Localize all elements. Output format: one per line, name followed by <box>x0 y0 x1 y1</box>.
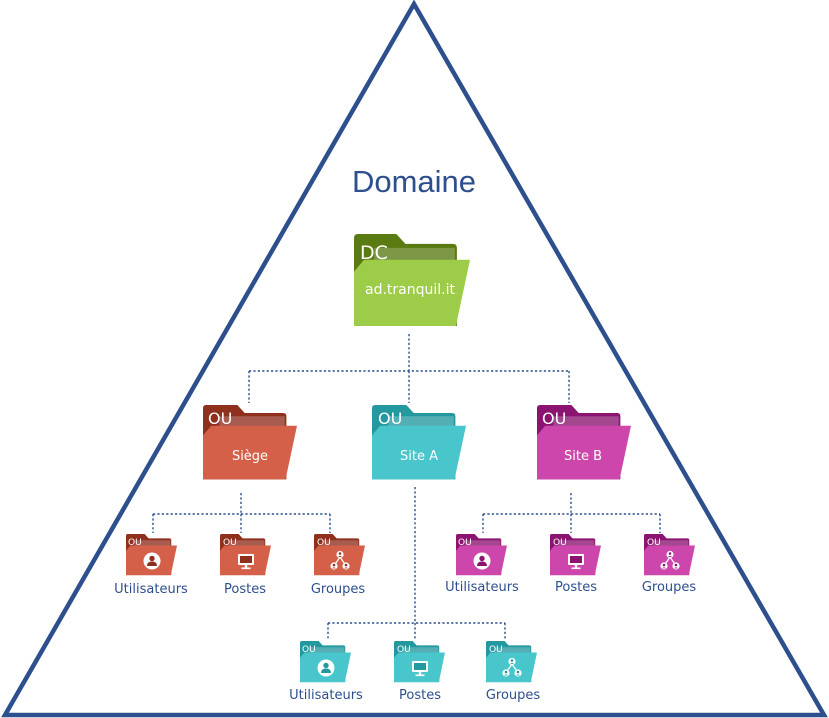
folder-front-shape <box>314 545 365 576</box>
group-icon <box>660 550 680 570</box>
siteA-child-label: Groupes <box>486 688 541 703</box>
folder-front-shape <box>486 652 537 683</box>
user-icon <box>143 552 161 570</box>
connectors <box>152 334 661 640</box>
monitor-icon <box>568 554 584 570</box>
connector-siteB-children <box>482 493 661 533</box>
siege-name: Siège <box>232 449 268 464</box>
siteB-child-tag: OU <box>458 538 472 548</box>
folder-front-shape <box>537 425 631 480</box>
user-icon <box>317 659 335 677</box>
siege-child-tag: OU <box>317 538 331 548</box>
connector-siteA-children <box>327 487 506 640</box>
monitor-icon <box>238 554 254 570</box>
siege-child-label: Utilisateurs <box>114 582 188 597</box>
siteA-name: Site A <box>400 449 438 464</box>
siteB-child-label: Groupes <box>642 580 697 595</box>
siteB-name: Site B <box>564 449 602 464</box>
connector-dc-to-sites <box>248 334 570 403</box>
siteA-child-tag: OU <box>302 645 316 655</box>
siteA-folder-icon <box>372 405 466 480</box>
siteB-child-folder-icon <box>456 534 507 576</box>
siteA-child-label: Postes <box>399 688 441 703</box>
siteB-child-tag: OU <box>647 538 661 548</box>
folder-front-shape <box>354 259 470 327</box>
siege-child-tag: OU <box>128 538 142 548</box>
group-icon <box>502 657 522 677</box>
siteB-child-label: Postes <box>555 580 597 595</box>
siege-tag: OU <box>208 409 232 428</box>
folder-front-shape <box>372 425 466 480</box>
siteB-folder-icon <box>537 405 631 480</box>
siege-folder-icon <box>203 405 297 480</box>
siteB-child-tag: OU <box>553 538 567 548</box>
folder-front-shape <box>644 545 695 576</box>
user-icon <box>473 552 491 570</box>
group-icon <box>330 550 350 570</box>
siteA-child-tag: OU <box>397 645 411 655</box>
diagram-title: Domaine <box>352 164 476 199</box>
folder-front-shape <box>203 425 297 480</box>
dc-tag: DC <box>360 242 388 264</box>
siteA-tag: OU <box>378 409 402 428</box>
siteB-tag: OU <box>542 409 566 428</box>
siteA-child-label: Utilisateurs <box>289 688 363 703</box>
connector-siege-children <box>152 493 331 533</box>
monitor-icon <box>412 661 428 677</box>
siege-child-label: Postes <box>224 582 266 597</box>
siege-child-label: Groupes <box>311 582 366 597</box>
siteA-child-tag: OU <box>489 645 503 655</box>
dc-name: ad.tranquil.it <box>365 282 455 298</box>
siteB-child-label: Utilisateurs <box>445 580 519 595</box>
siege-child-tag: OU <box>223 538 237 548</box>
dc-folder-icon <box>354 234 470 327</box>
